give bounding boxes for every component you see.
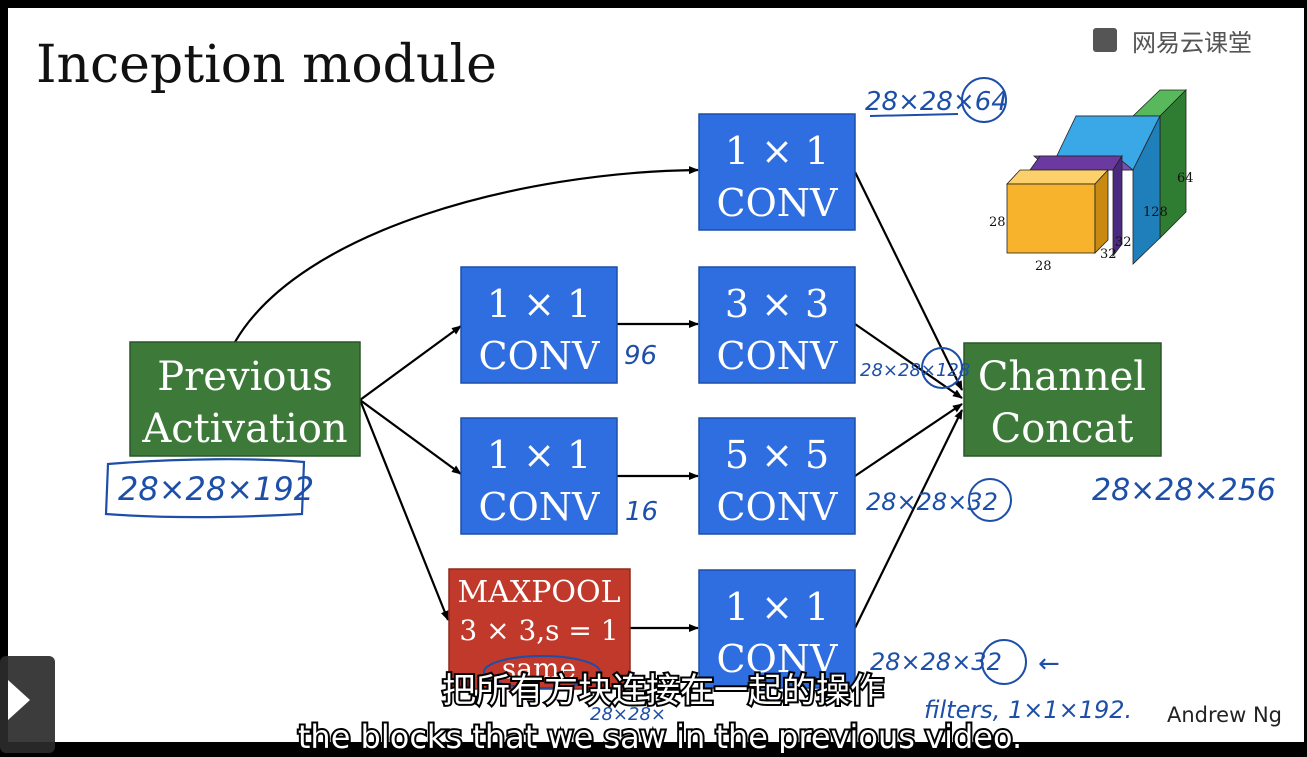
cube-dim-depth-64: 64 <box>1177 171 1194 186</box>
block-label-line2: CONV <box>479 485 600 529</box>
conv-1x1-pool-block: 1 × 1 CONV <box>698 569 856 689</box>
slide-title: Inception module <box>36 35 497 95</box>
block-label-line2: CONV <box>717 637 838 681</box>
play-button[interactable] <box>0 656 55 753</box>
block-label-line2: CONV <box>717 485 838 529</box>
connections <box>234 166 963 632</box>
author-credit: Andrew Ng <box>1167 703 1282 727</box>
conv5-output-shape: 28×28×32 <box>866 488 998 516</box>
conv3-output-circle <box>921 347 963 389</box>
arrow-prev-to-maxpool <box>358 399 450 621</box>
block-label-line1: 3 × 3 <box>725 282 829 326</box>
block-label-line2: 3 × 3,s = 1 <box>459 614 618 647</box>
block-label-line2: CONV <box>479 334 600 378</box>
pool-output-circle <box>981 639 1027 685</box>
block-label-line2: Concat <box>991 406 1134 452</box>
pool-filters-note: filters, 1×1×192. <box>924 696 1132 724</box>
conv-5x5-block: 5 × 5 CONV <box>698 417 856 535</box>
block-label-line1: MAXPOOL <box>457 575 620 610</box>
block-label-line1: 1 × 1 <box>487 282 591 326</box>
block-label-line2: CONV <box>717 181 838 225</box>
arrow-pool-to-concat <box>854 409 963 629</box>
top-output-underline <box>869 113 959 117</box>
annotations: 28×28×192 28×28×64 96 28×28×128 16 28×28… <box>104 77 1276 725</box>
arrow-conv5-to-concat <box>854 403 963 477</box>
cube-dim-width: 28 <box>1035 259 1052 274</box>
arrow-top-to-concat <box>854 171 963 391</box>
cube-dim-depth-128: 128 <box>1143 205 1168 220</box>
pool-output-shape: 28×28×32 <box>870 648 1002 676</box>
conv5-output-circle <box>968 478 1012 522</box>
conv-1x1-top-block: 1 × 1 CONV <box>698 113 856 231</box>
cube-dim-depth-32b: 32 <box>1115 235 1132 250</box>
subtitle-chinese: 把所有方块连接在一起的操作 <box>442 671 884 711</box>
arrow-prev-to-conv1b <box>359 399 462 475</box>
conv-1x1-a-block: 1 × 1 CONV <box>460 266 618 384</box>
pool-partial-shape: 28×28× <box>590 704 666 725</box>
block-label-line1: Previous <box>157 354 332 400</box>
block-label-line1: 5 × 5 <box>725 433 829 477</box>
previous-activation-block: Previous Activation <box>129 341 361 457</box>
arrow-prev-to-conv1a <box>359 325 462 401</box>
block-label-line1: Channel <box>978 354 1146 400</box>
block-label-line2: CONV <box>717 334 838 378</box>
channel-concat-block: Channel Concat <box>963 342 1162 457</box>
arrow-prev-to-top <box>234 166 699 343</box>
watermark-text: 网易云课堂 <box>1132 29 1252 57</box>
concat-volume-cube <box>1006 89 1187 265</box>
input-shape-box <box>104 458 306 519</box>
cube-dim-depth-32a: 32 <box>1100 247 1117 262</box>
block-label-line1: 1 × 1 <box>725 129 829 173</box>
conv3-output-shape: 28×28×128 <box>860 360 970 381</box>
block-label-line1: 1 × 1 <box>487 433 591 477</box>
top-output-shape: 28×28×64 <box>865 87 1008 117</box>
input-shape: 28×28×192 <box>118 470 314 508</box>
conv-3x3-block: 3 × 3 CONV <box>698 266 856 384</box>
cube-dim-height: 28 <box>989 215 1006 230</box>
top-output-circle <box>961 77 1007 123</box>
same-circle <box>483 655 601 689</box>
channels-16: 16 <box>625 497 658 527</box>
watermark: 网易云课堂 <box>1093 28 1252 57</box>
channels-96: 96 <box>624 341 657 371</box>
concat-output-shape: 28×28×256 <box>1092 473 1276 508</box>
arrow-conv3-to-concat <box>854 323 963 399</box>
conv-1x1-b-block: 1 × 1 CONV <box>460 417 618 535</box>
subtitle-english: the blocks that we saw in the previous v… <box>298 718 1022 753</box>
block-label-line2: Activation <box>141 406 347 452</box>
book-icon <box>1093 28 1117 52</box>
pool-arrow: ← <box>1038 649 1060 679</box>
play-icon[interactable] <box>8 680 30 720</box>
block-label-line1: 1 × 1 <box>725 585 829 629</box>
